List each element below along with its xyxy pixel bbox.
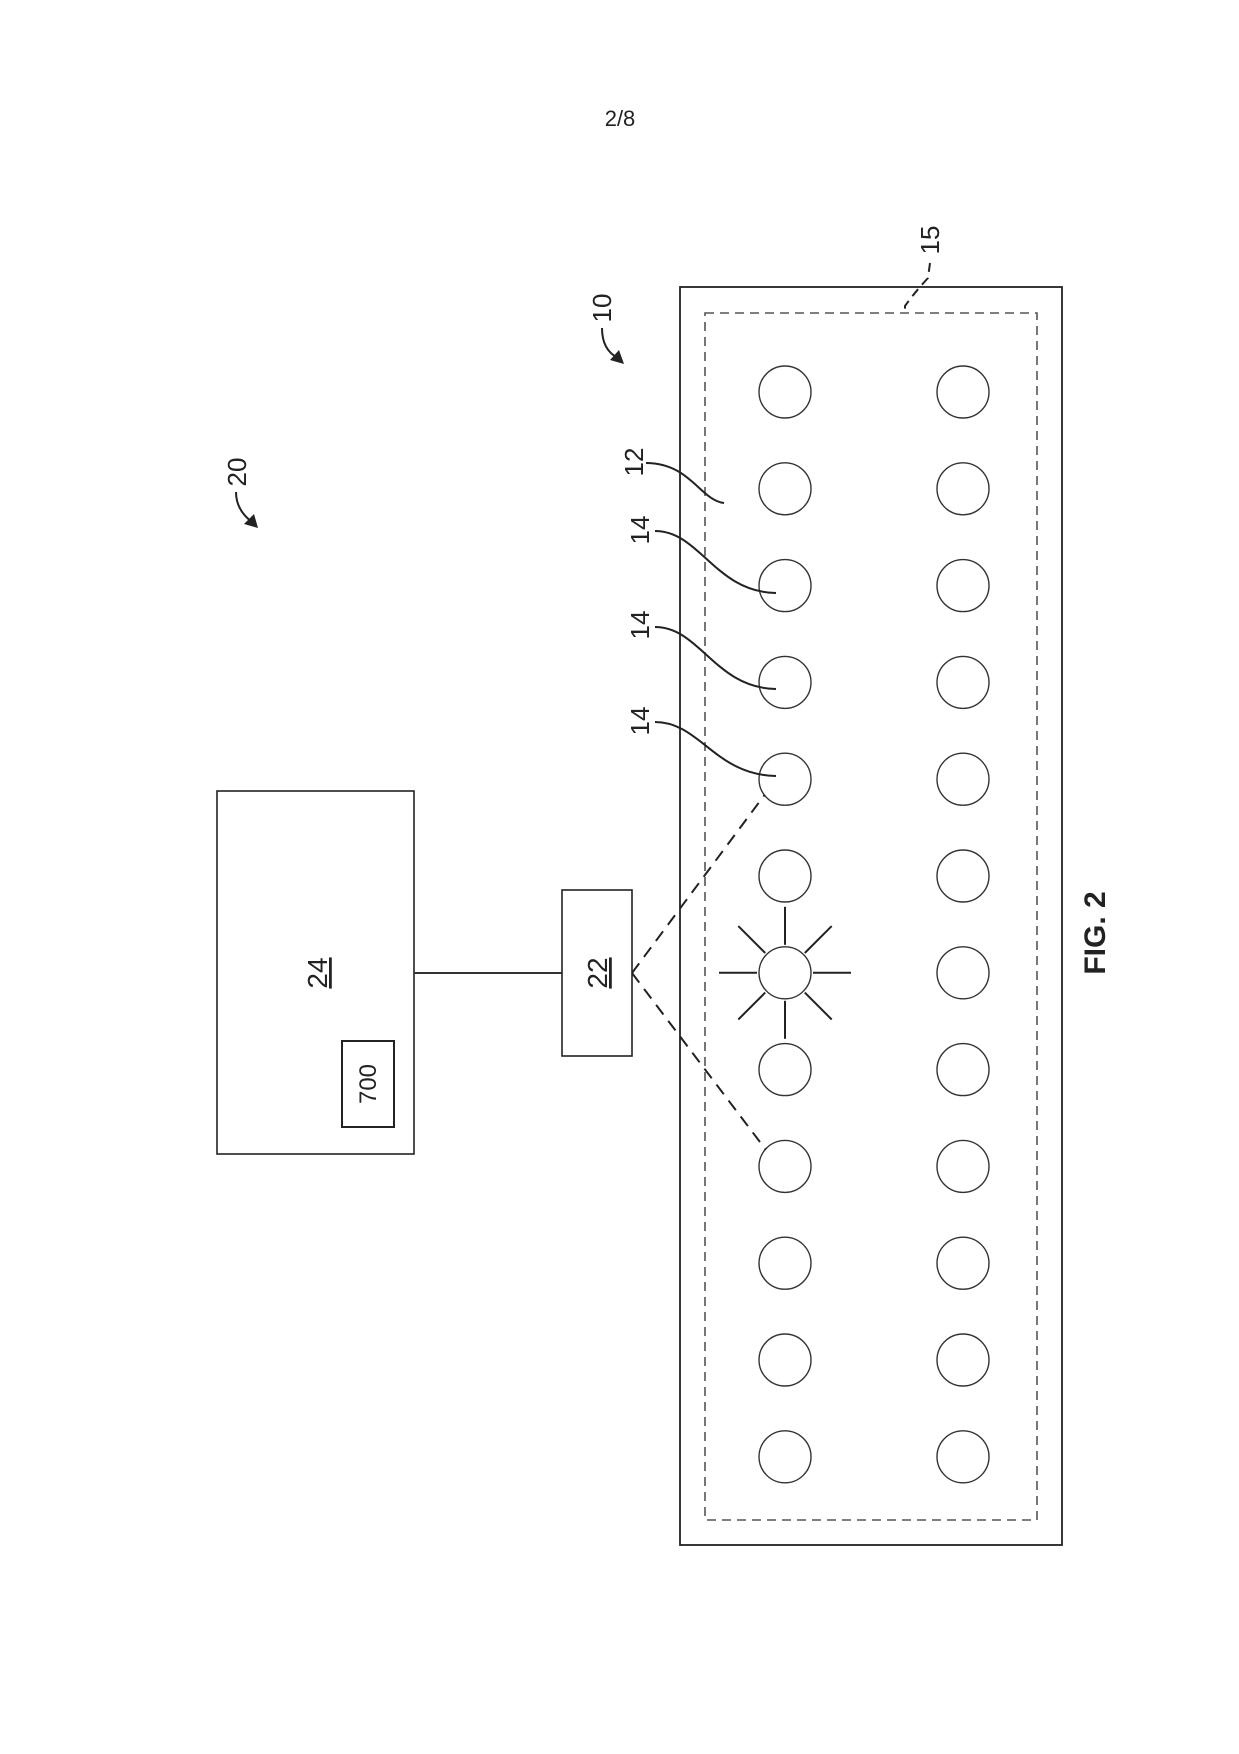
element-circle [936, 1430, 990, 1484]
element-circle [936, 1139, 990, 1194]
reference-12-label: 12 [619, 448, 649, 477]
element-circle [936, 752, 990, 806]
reference-14-label: 14 [625, 516, 655, 545]
module-box-700 [341, 1040, 395, 1128]
arrowhead-icon [610, 350, 624, 364]
element-circle [936, 655, 990, 710]
reference-20-label: 20 [222, 458, 252, 487]
element-circle [936, 365, 990, 419]
element-circle [758, 1042, 812, 1097]
burst-ray [737, 991, 766, 1021]
controller-box-24: 24 700 [216, 790, 415, 1155]
element-circle [936, 946, 990, 1000]
reference-10: 10 [587, 294, 624, 364]
element-circle [758, 1430, 812, 1484]
reference-12-leader [645, 462, 725, 504]
sensor-box-label: 22 [582, 957, 613, 988]
reference-14-leader [654, 530, 777, 594]
reference-12: 12 [619, 448, 725, 504]
reference-15: 15 [904, 226, 945, 313]
reference-14-label: 14 [625, 611, 655, 640]
reference-15-leader [904, 262, 931, 313]
field-of-view-lower [631, 972, 767, 1151]
reference-14-a: 14 [625, 516, 777, 594]
reference-14-b: 14 [625, 611, 777, 690]
reference-15-label: 15 [915, 226, 945, 255]
element-circle [936, 1333, 990, 1387]
reference-14-label: 14 [625, 707, 655, 736]
burst-ray [804, 925, 833, 954]
boundary-dashed [704, 312, 1038, 1521]
reference-10-arrow [601, 327, 619, 359]
sensor-box-22: 22 [561, 889, 633, 1057]
element-circle [936, 849, 990, 903]
element-grid [758, 365, 990, 1484]
element-circle [936, 1236, 990, 1290]
burst-ray [737, 925, 766, 954]
active-element-burst-icon [719, 906, 851, 1039]
burst-ray [804, 991, 833, 1021]
element-circle [758, 365, 812, 419]
reference-14-leader [654, 626, 777, 690]
figure-title: FIG. 2 [1079, 891, 1112, 974]
element-circle [936, 558, 990, 613]
element-circle [758, 1333, 812, 1387]
reference-20: 20 [222, 458, 258, 528]
sheet-number: 2/8 [605, 106, 636, 131]
element-circle [758, 462, 812, 516]
reference-14-leader [654, 721, 777, 777]
reference-10-label: 10 [587, 294, 617, 323]
element-circle [936, 462, 990, 516]
controller-box-label: 24 [302, 957, 333, 988]
arrowhead-icon [244, 514, 258, 528]
element-circle [758, 1139, 812, 1194]
module-box-label: 700 [355, 1064, 382, 1104]
element-circle [758, 558, 812, 613]
element-circle [758, 946, 812, 1000]
element-circle [758, 849, 812, 903]
reference-20-arrow [235, 491, 253, 523]
field-of-view-upper [631, 792, 767, 974]
element-circle [936, 1042, 990, 1097]
panel-outline [679, 286, 1063, 1546]
element-circle [758, 1236, 812, 1290]
reference-14-c: 14 [625, 707, 777, 777]
element-circle [758, 655, 812, 710]
element-circle [758, 752, 812, 806]
